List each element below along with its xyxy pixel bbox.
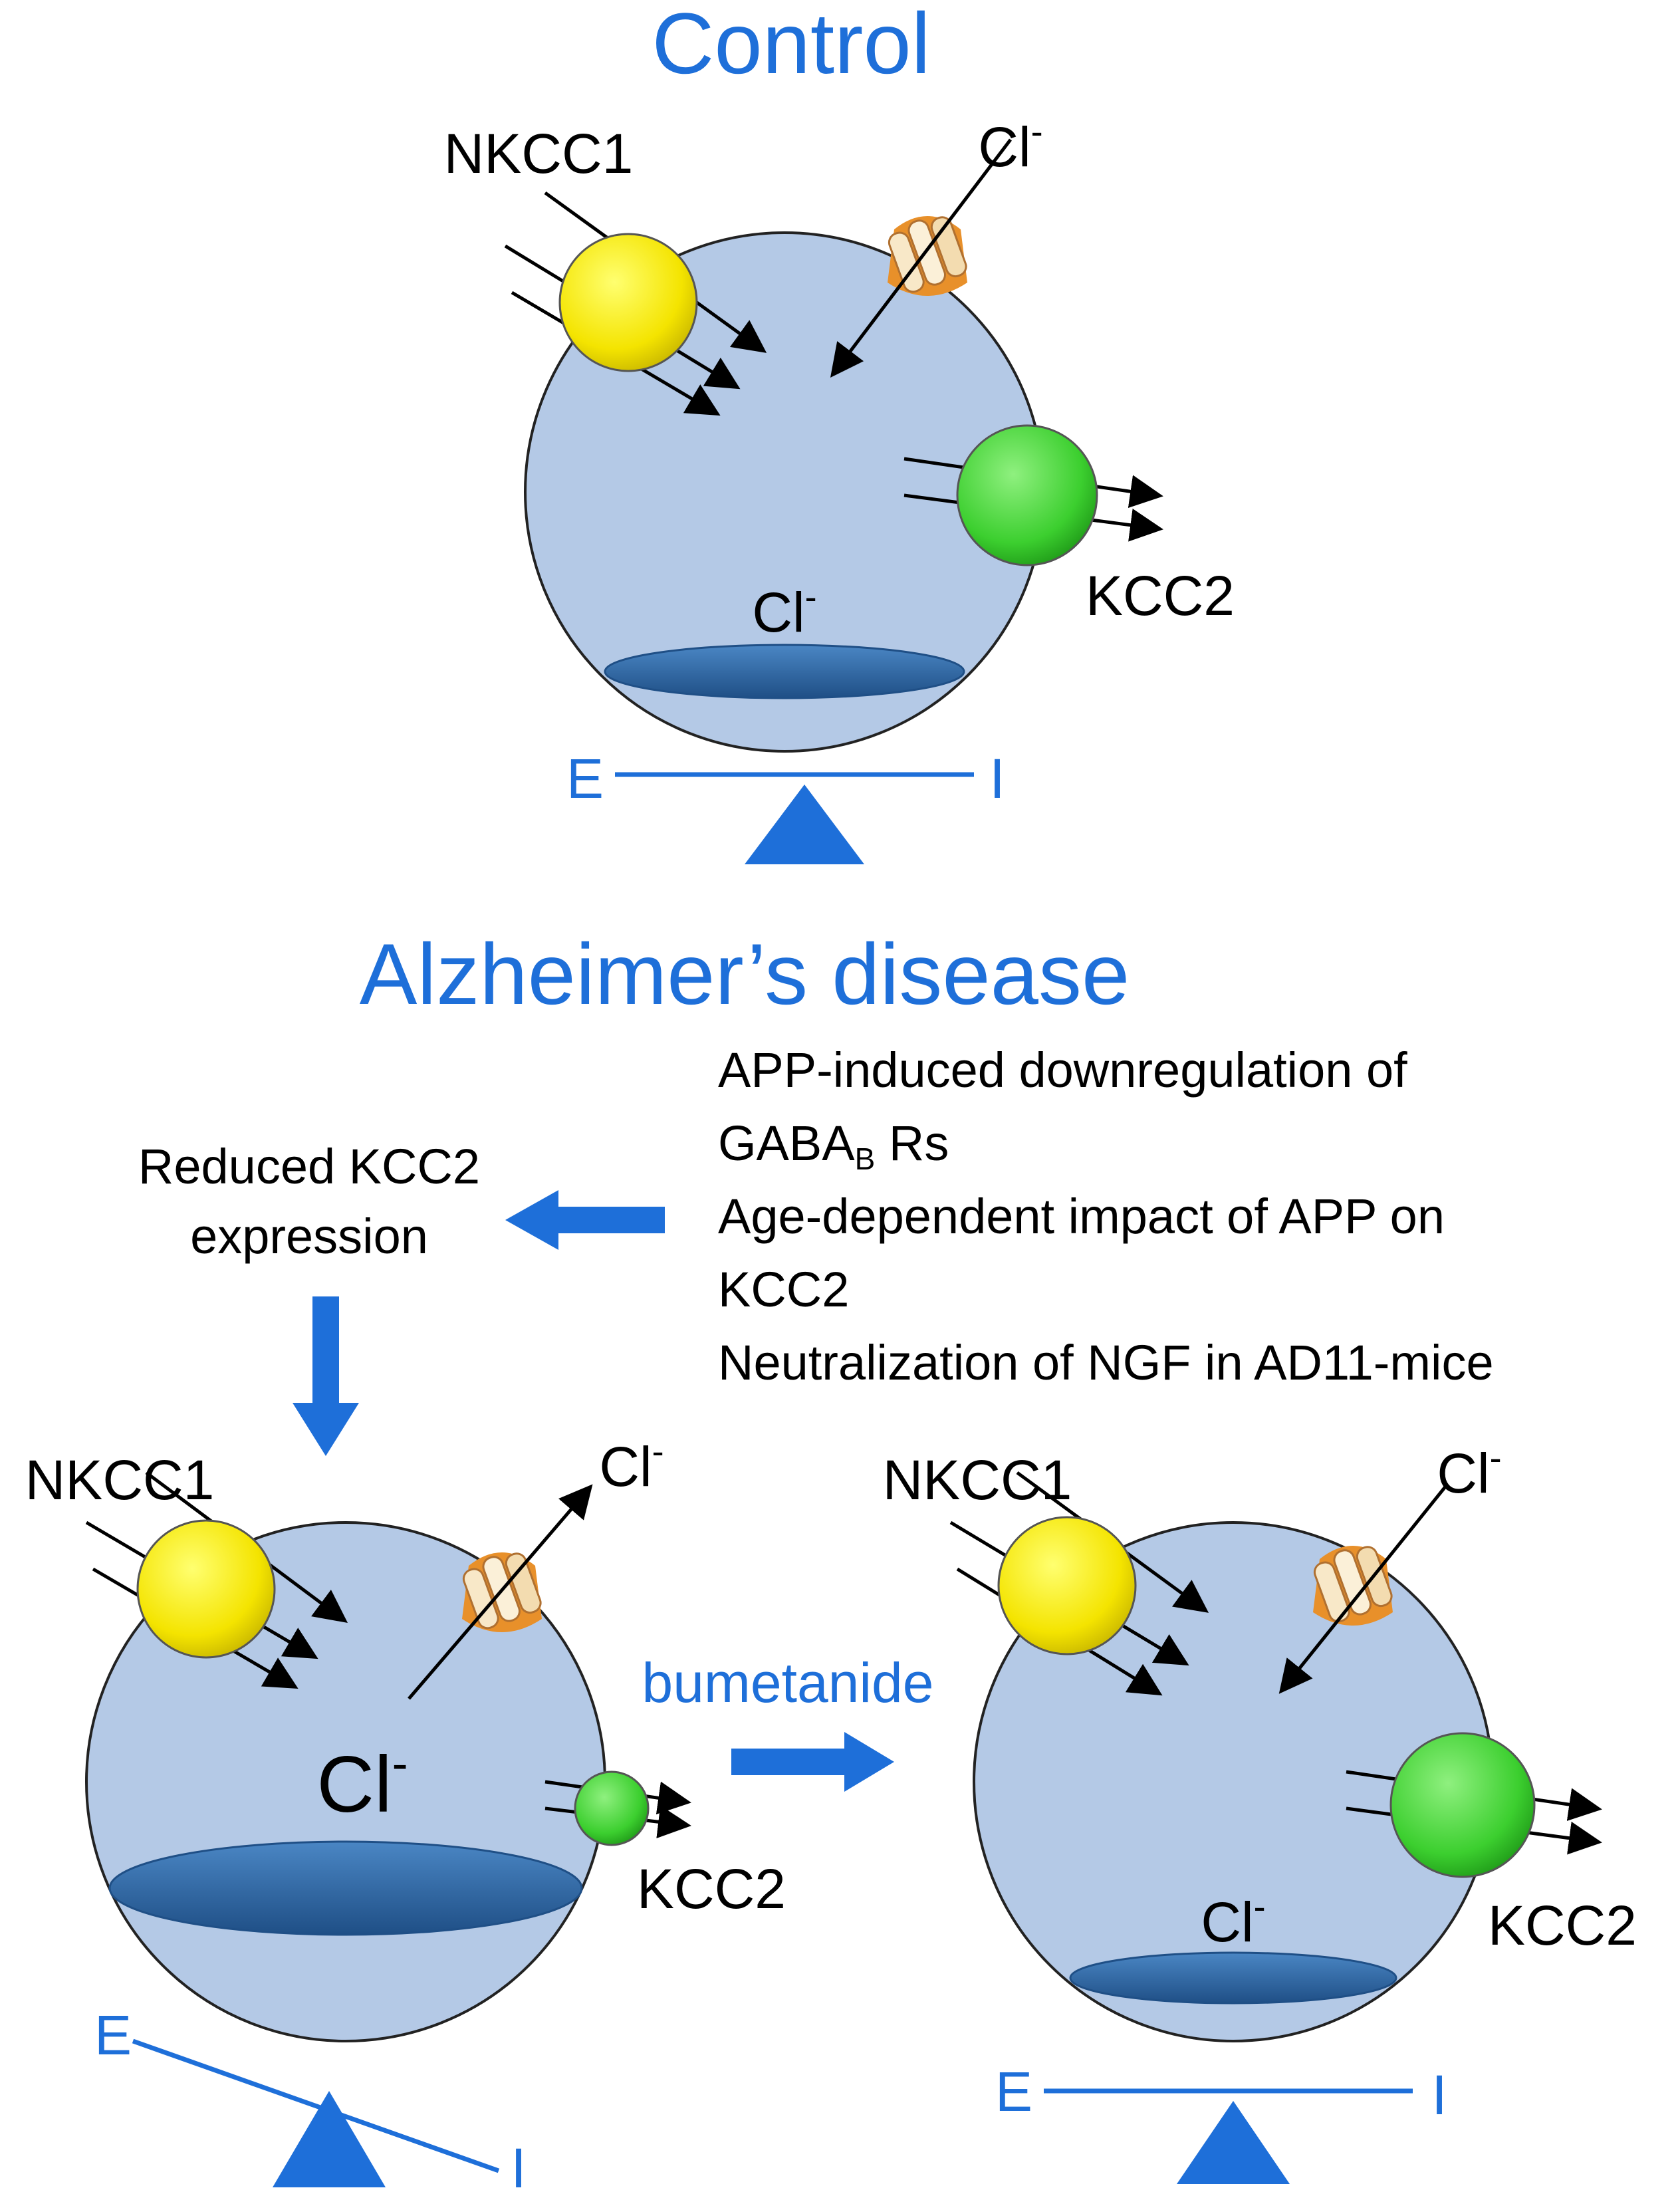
control-nkcc1-transporter: [558, 233, 698, 372]
arrow-right-icon: [731, 1732, 894, 1792]
ad-right-kcc2-transporter: [1389, 1732, 1536, 1878]
mechanism-line-3: Age-dependent impact of APP on: [718, 1189, 1445, 1244]
ad-right-balance-i-label: I: [1431, 2064, 1447, 2126]
ad-left-nkcc1-label: NKCC1: [25, 1449, 215, 1511]
control-nkcc1-label: NKCC1: [444, 122, 634, 185]
control-kcc2-label: KCC2: [1086, 564, 1235, 627]
ad-right-cl-label: Cl-: [1437, 1438, 1501, 1505]
ad-right-pool-cl-label: Cl-: [1201, 1887, 1265, 1953]
control-balance-e-label: E: [566, 747, 604, 810]
mechanism-line-4: KCC2: [718, 1262, 849, 1317]
bumetanide-label: bumetanide: [642, 1651, 934, 1714]
ad-left-balance-fulcrum: [273, 2091, 386, 2187]
ad-left-cl-out-label: Cl-: [599, 1431, 663, 1498]
control-balance-i-label: I: [989, 747, 1005, 810]
reduced-kcc2-line-2: expression: [190, 1209, 428, 1264]
mechanism-line-1: APP-induced downregulation of: [718, 1042, 1407, 1098]
ad-left-balance-e-label: E: [94, 2004, 132, 2066]
ad-left-chloride-pool: [108, 1840, 583, 1936]
arrow-left-icon: [505, 1190, 665, 1250]
ad-right-chloride-channel-icon: [1310, 1543, 1395, 1627]
ad-right-cl-influx-arrow: [1278, 1485, 1447, 1694]
ad-left-nkcc1-transporter: [136, 1519, 276, 1659]
ad-right-nkcc1-label: NKCC1: [883, 1449, 1072, 1511]
control-title: Control: [652, 0, 930, 92]
control-chloride-pool: [604, 644, 965, 699]
control-balance-fulcrum: [745, 785, 864, 864]
ad-right-balance-fulcrum: [1177, 2101, 1290, 2184]
arrow-down-icon: [293, 1296, 359, 1456]
ad-right-kcc2-label: KCC2: [1488, 1894, 1637, 1957]
ad-right-chloride-pool: [1069, 1951, 1397, 2005]
control-kcc2-transporter: [956, 424, 1098, 566]
ad-right-nkcc1-transporter: [997, 1516, 1137, 1655]
ad-right-balance-e-label: E: [995, 2060, 1032, 2123]
ad-left-cl-accumulation-label: Cl-: [316, 1737, 408, 1829]
ad-left-balance-i-label: I: [511, 2137, 526, 2192]
ad-left-cl-efflux-arrow: [408, 1484, 593, 1700]
ad-left-kcc2-transporter: [574, 1770, 650, 1846]
ad-title: Alzheimer’s disease: [360, 925, 1130, 1023]
mechanism-line-2: GABAB Rs: [718, 1116, 949, 1176]
control-chloride-channel-icon: [885, 213, 970, 297]
ad-left-kcc2-label: KCC2: [637, 1858, 786, 1920]
mechanism-line-5: Neutralization of NGF in AD11-mice: [718, 1335, 1494, 1390]
control-cl-label: Cl-: [978, 112, 1042, 178]
ad-left-balance-beam: [132, 2038, 500, 2173]
reduced-kcc2-line-1: Reduced KCC2: [138, 1139, 480, 1194]
control-pool-cl-label: Cl-: [752, 577, 816, 644]
control-cl-influx-arrow: [830, 138, 1012, 378]
